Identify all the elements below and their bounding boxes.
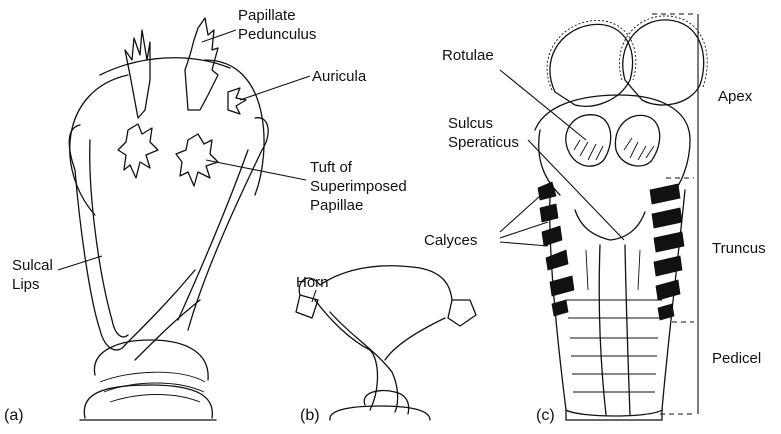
panel-a-tag: (a) (4, 407, 24, 424)
label-horn: Horn (296, 274, 329, 291)
leader-rotulae (500, 70, 586, 140)
label-apex: Apex (718, 88, 753, 105)
label-sulcal-line2: Lips (12, 276, 40, 293)
label-sulcus-line2: Speraticus (448, 134, 519, 151)
panel-a-drawing (69, 18, 268, 420)
label-tuft-line3: Papillae (310, 197, 363, 214)
label-papillate-line1: Papillate (238, 7, 296, 24)
label-sulcal-line1: Sulcal (12, 257, 53, 274)
label-auricula: Auricula (312, 68, 367, 85)
label-tuft-line2: Superimposed (310, 178, 407, 195)
label-tuft-line1: Tuft of (310, 159, 353, 176)
label-pedicel: Pedicel (712, 350, 761, 367)
label-sulcus-line1: Sulcus (448, 115, 493, 132)
leader-calyces-3 (500, 242, 548, 246)
panel-b-tag: (b) (300, 407, 320, 424)
leader-calyces-2 (500, 222, 548, 238)
label-truncus: Truncus (712, 240, 766, 257)
label-papillate-line2: Pedunculus (238, 26, 316, 43)
leader-sulcal (58, 256, 102, 270)
label-rotulae: Rotulae (442, 47, 494, 64)
panel-c-tag: (c) (536, 407, 555, 424)
label-calyces: Calyces (424, 232, 477, 249)
leader-auricula (240, 76, 310, 100)
panel-c-drawing (535, 16, 707, 420)
